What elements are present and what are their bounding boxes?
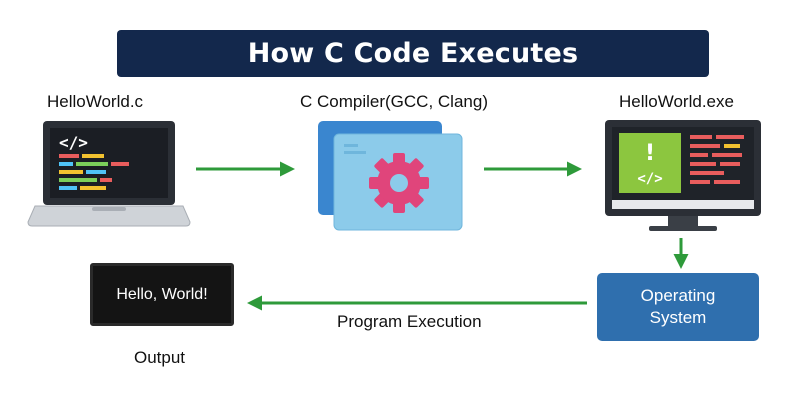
operating-system-box: Operating System (597, 273, 759, 341)
source-file-label: HelloWorld.c (47, 92, 144, 111)
output-screen: Hello, World! (90, 263, 234, 326)
code-tag-icon: </> (59, 133, 88, 152)
monitor-icon: ! </> (605, 120, 761, 231)
executable-label: HelloWorld.exe (619, 92, 734, 111)
operating-system-label: Operating System (640, 286, 716, 327)
title-banner: How C Code Executes (117, 30, 709, 77)
gear-icon (369, 153, 429, 213)
compiler-label: C Compiler(GCC, Clang) (300, 92, 488, 111)
exe-code-tag-icon: </> (637, 171, 662, 187)
diagram-title: How C Code Executes (247, 38, 579, 69)
edge-label-program-execution: Program Execution (337, 312, 482, 331)
compiler-icon (318, 121, 463, 231)
exclamation-icon: ! (645, 141, 655, 166)
output-screen-text: Hello, World! (116, 285, 208, 303)
output-label: Output (134, 348, 186, 367)
laptop-icon: </> (27, 121, 191, 227)
